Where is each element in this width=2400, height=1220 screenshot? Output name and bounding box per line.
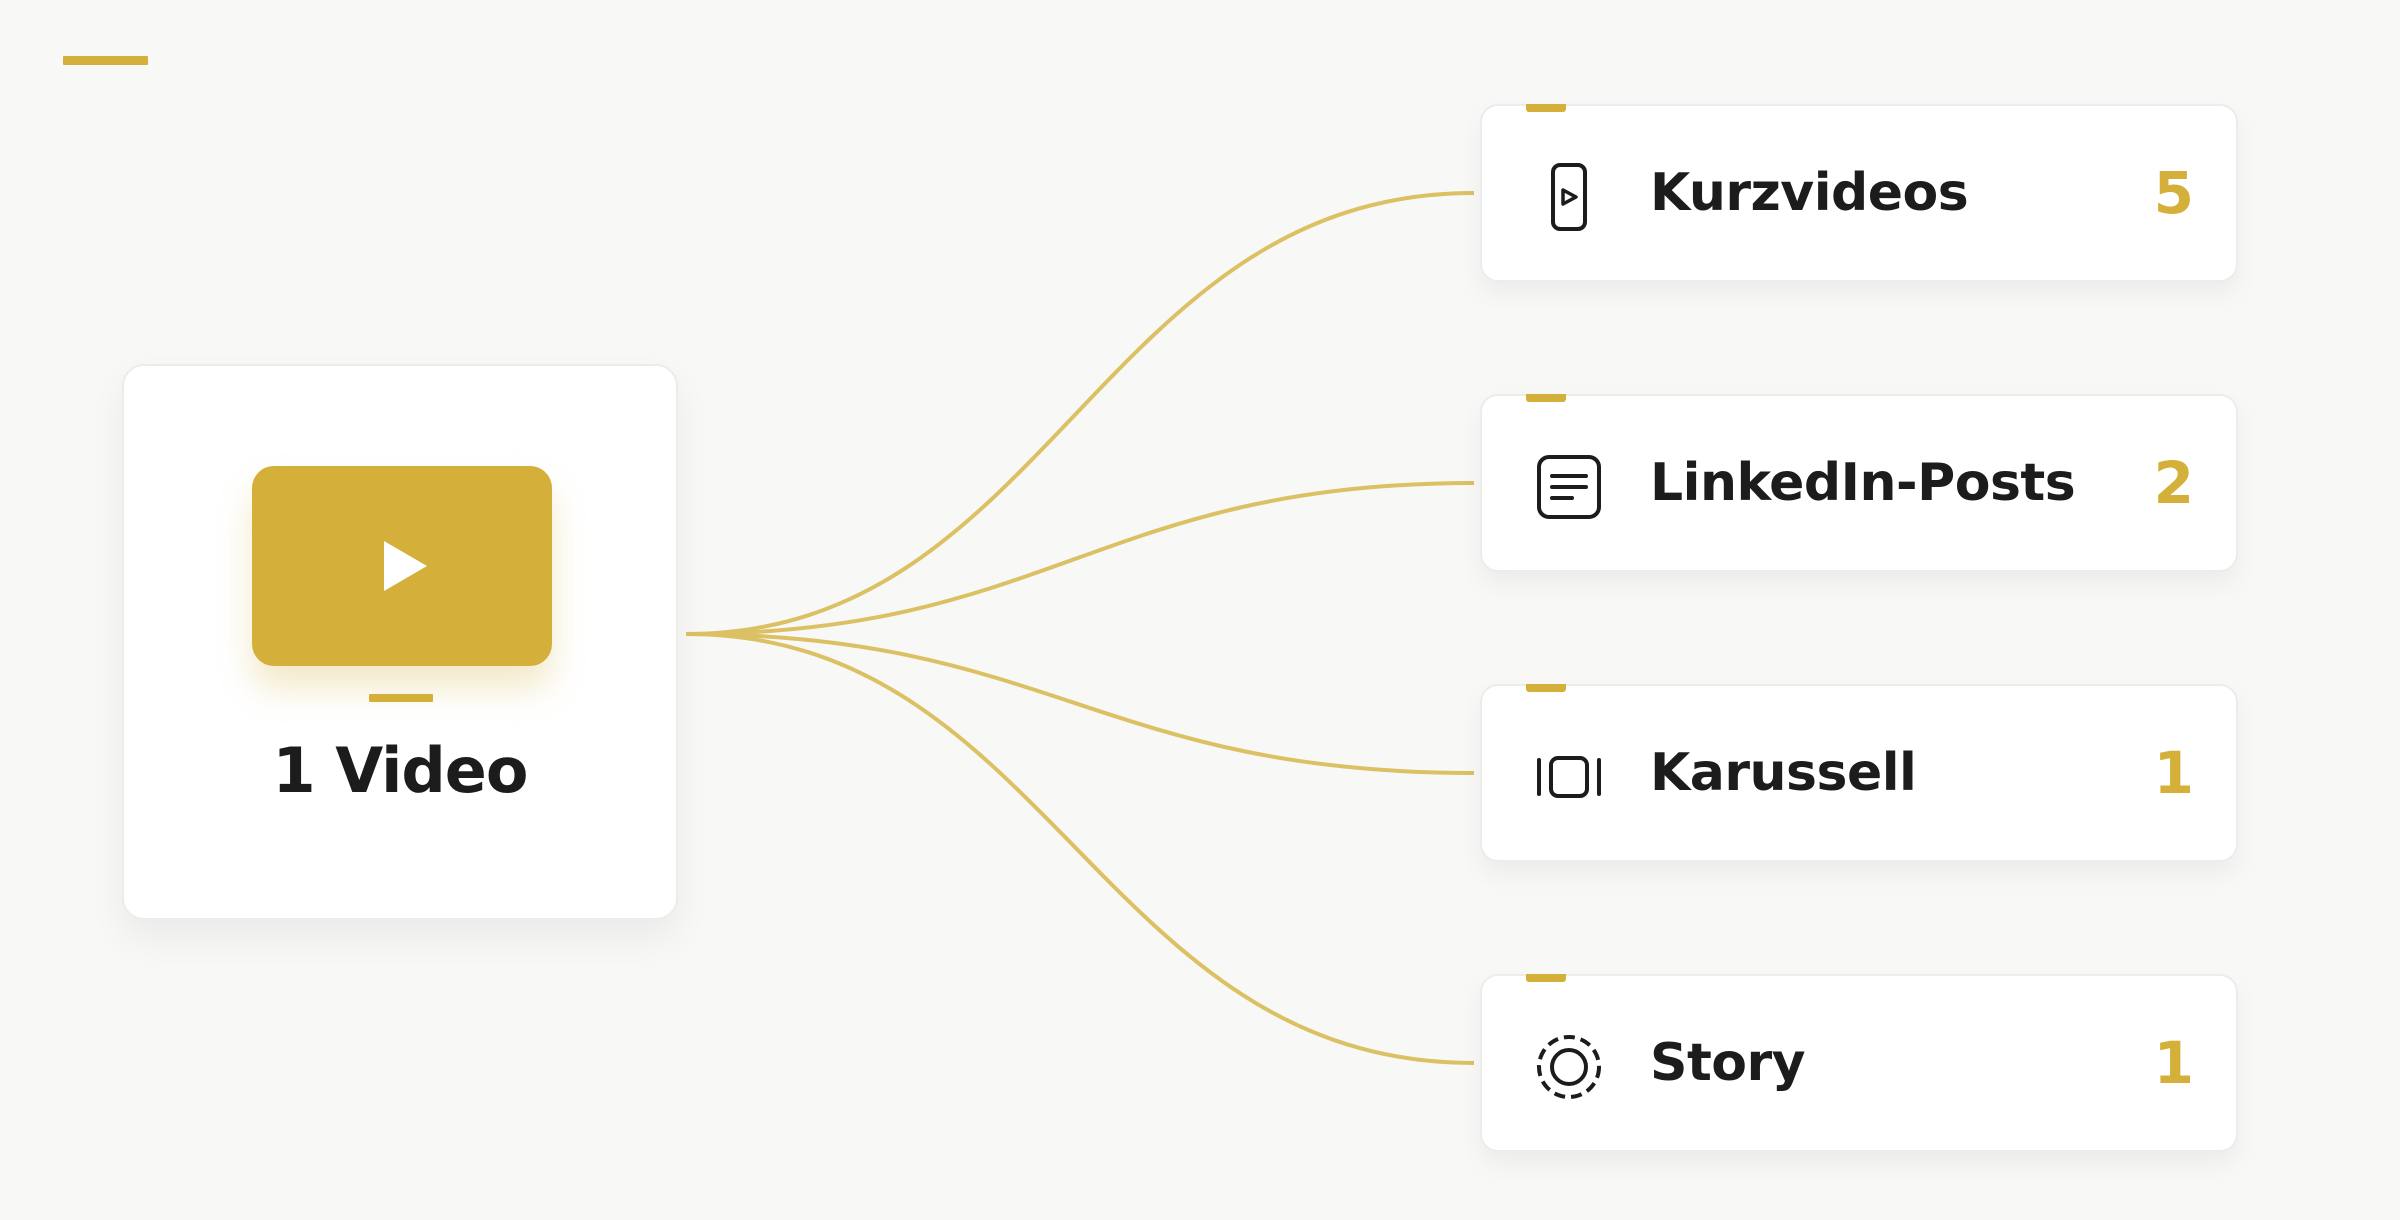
card-tab (1526, 684, 1566, 692)
document-icon (1537, 455, 1601, 519)
phone-video-icon (1551, 163, 1587, 231)
output-count: 5 (2153, 159, 2194, 227)
output-count: 1 (2153, 1029, 2194, 1097)
video-thumbnail (252, 466, 552, 666)
output-card-kurzvideos: Kurzvideos 5 (1480, 104, 2238, 282)
output-card-linkedin-posts: LinkedIn-Posts 2 (1480, 394, 2238, 572)
connector-karussell (685, 632, 1475, 775)
card-tab (1526, 974, 1566, 982)
output-label: Kurzvideos (1650, 163, 1969, 223)
output-label: LinkedIn-Posts (1650, 453, 2076, 513)
source-underline (369, 694, 433, 702)
output-count: 1 (2153, 739, 2194, 807)
output-count: 2 (2153, 449, 2194, 517)
carousel-icon (1537, 756, 1601, 798)
connector-kurzvideos (685, 191, 1475, 636)
output-card-karussell: Karussell 1 (1480, 684, 2238, 862)
connector-story (685, 632, 1475, 1065)
story-ring-icon (1537, 1035, 1601, 1099)
card-tab (1526, 394, 1566, 402)
connector-linkedin-posts (685, 481, 1475, 636)
card-tab (1526, 104, 1566, 112)
source-video-card: 1 Video (122, 364, 678, 920)
output-label: Karussell (1650, 743, 1917, 803)
corner-accent-bar (63, 56, 148, 65)
output-label: Story (1650, 1033, 1806, 1093)
source-label: 1 Video (272, 734, 529, 807)
play-icon (384, 541, 427, 591)
output-card-story: Story 1 (1480, 974, 2238, 1152)
